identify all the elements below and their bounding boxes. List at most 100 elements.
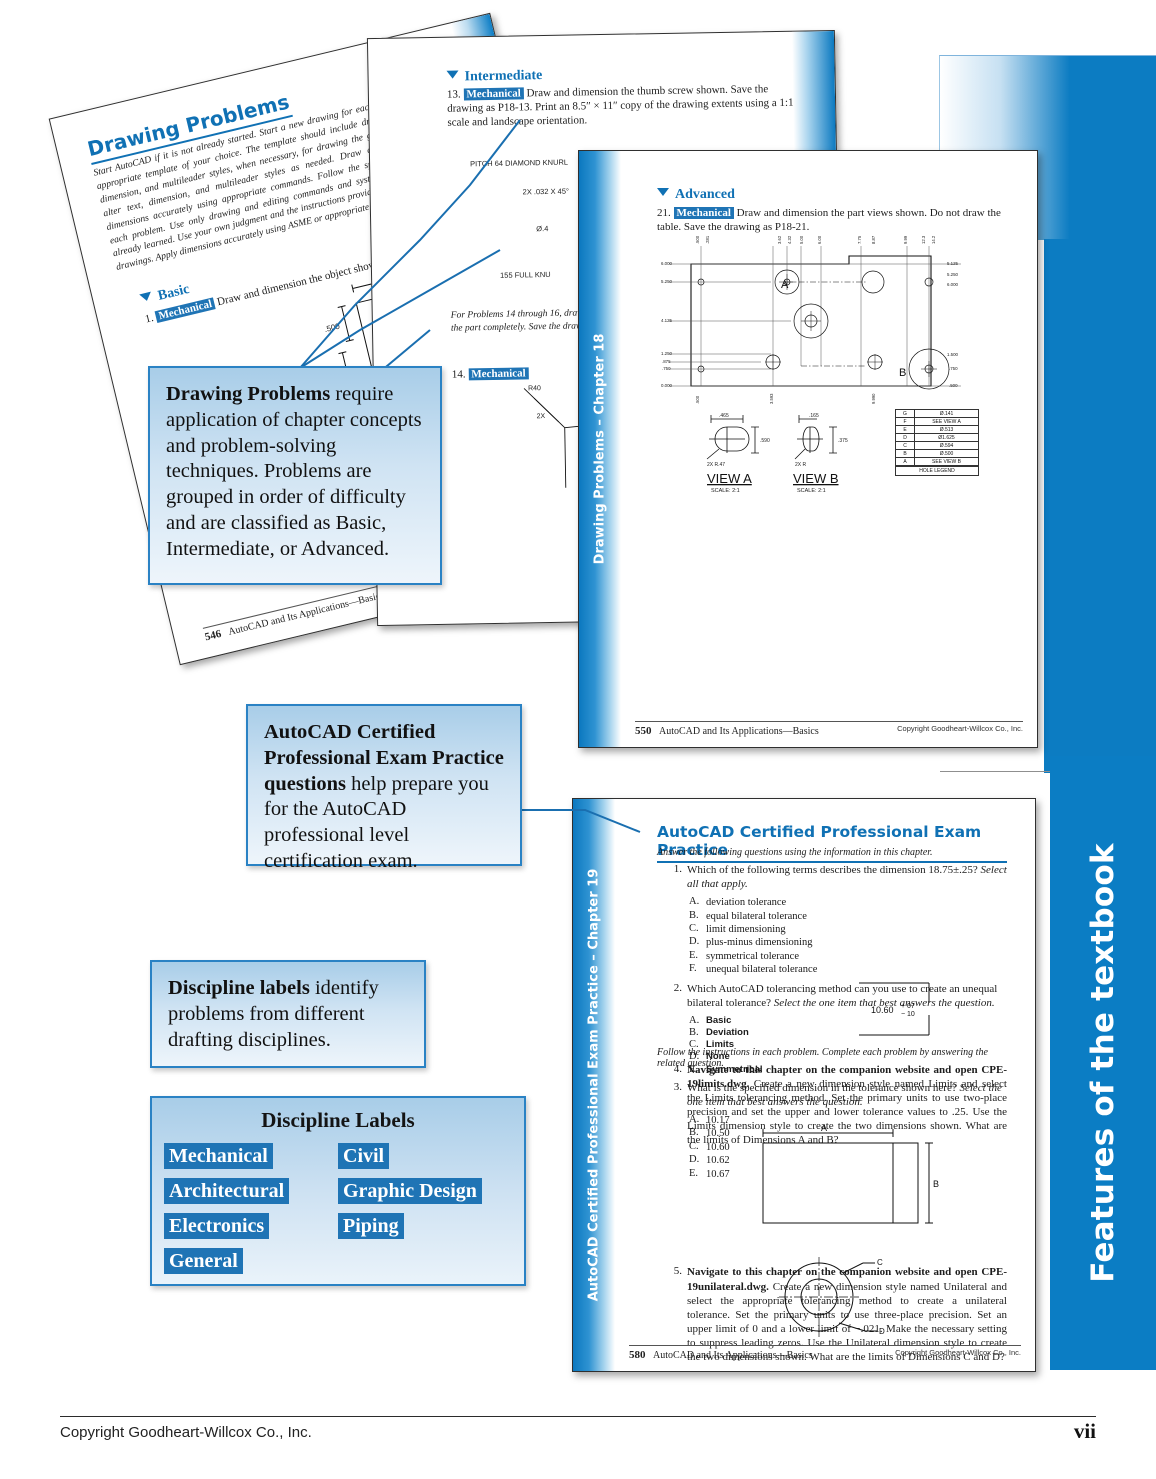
- ordinate-top: 3.625: [777, 236, 782, 244]
- hole-legend-row: D Ø1.625: [896, 434, 978, 442]
- choice-text: unequal bilateral tolerance: [706, 964, 818, 976]
- problem-lead: Navigate to this chapter on the companio…: [687, 1266, 1007, 1293]
- choice-text: plus-minus dimensioning: [706, 937, 813, 949]
- page-550-section-advanced: Advanced: [657, 187, 735, 203]
- q3-dim-value: 10.60: [871, 1005, 894, 1015]
- callout-chamfer: 2X .032 X 45°: [523, 187, 570, 197]
- ordinate-bottom: 9.990: [871, 393, 876, 404]
- question-number: 3.: [673, 1080, 682, 1093]
- choice-letter: E.: [689, 1063, 699, 1075]
- footer-title: AutoCAD and Its Applications—Basics: [659, 726, 819, 737]
- callout-knurl: PITCH 64 DIAMOND KNURL: [470, 158, 568, 169]
- dim-label: .375: [838, 438, 848, 444]
- choice-text: Basic: [706, 1014, 732, 1026]
- dim-label: 2X R: [795, 462, 807, 468]
- ordinate-left: 6.000: [661, 261, 673, 266]
- choice-text: Limits: [706, 1039, 734, 1051]
- problem-number: 21.: [657, 207, 671, 219]
- hole-spec: SEE VIEW B: [932, 458, 961, 465]
- answer-choice[interactable]: A.deviation tolerance: [682, 896, 1007, 909]
- ordinate-top: 9.990: [903, 236, 908, 244]
- exam-problem: 5.Navigate to this chapter on the compan…: [665, 1265, 1007, 1364]
- choice-letter: C.: [689, 1039, 699, 1051]
- page-number: 546: [203, 627, 223, 644]
- choice-text: 10.62: [706, 1155, 730, 1167]
- footer-rule: [635, 721, 1023, 722]
- choice-text: equal bilateral tolerance: [706, 910, 807, 922]
- ordinate-top: .281: [705, 236, 710, 244]
- dim-label: 2X: [536, 413, 545, 420]
- answer-choice[interactable]: D.None: [682, 1051, 1007, 1063]
- divider-line: [940, 771, 1060, 772]
- problem-text: Navigate to this chapter on the companio…: [687, 1266, 1007, 1363]
- answer-choice[interactable]: C. Limits: [682, 1039, 1007, 1051]
- answer-choice[interactable]: B.equal bilateral tolerance: [682, 910, 1007, 923]
- view-label-B: B: [899, 367, 906, 379]
- hole-legend-caption: HOLE LEGEND: [896, 466, 978, 475]
- choice-text: 10.60: [706, 1141, 730, 1153]
- answer-choice[interactable]: C.limit dimensioning: [682, 923, 1007, 936]
- answer-choice[interactable]: E. Symmetrical: [682, 1064, 1007, 1076]
- answer-choice[interactable]: D.10.62: [682, 1154, 1007, 1167]
- page-580-footer: 580 AutoCAD and Its Applications—Basics …: [629, 1345, 1021, 1361]
- ordinate-left: .875: [662, 359, 671, 364]
- q3-tolerance-figure: 10.60 + 07 − 10: [859, 982, 930, 1036]
- discipline-chip-architectural: Architectural: [164, 1178, 290, 1204]
- discipline-chip-graphic-design: Graphic Design: [338, 1178, 482, 1204]
- choice-letter: B.: [689, 1127, 699, 1139]
- page-548-problem-13: 13. Mechanical Draw and dimension the th…: [447, 82, 798, 130]
- exam-problem: 4.Navigate to this chapter on the compan…: [665, 1063, 1007, 1147]
- hole-tag: D: [896, 434, 915, 441]
- problem-number: 14.: [451, 368, 466, 381]
- hole-tag: A: [896, 458, 915, 465]
- exam-question: 2.Which AutoCAD tolerancing method can y…: [665, 982, 1007, 1076]
- exam-intro: Answer the following questions using the…: [657, 847, 933, 858]
- folio-copyright: Copyright Goodheart-Willcox Co., Inc.: [60, 1424, 312, 1441]
- hole-tag: B: [896, 450, 915, 457]
- q5-label-c: C: [877, 1258, 883, 1267]
- answer-choice[interactable]: D.plus-minus dimensioning: [682, 936, 1007, 949]
- answer-choice[interactable]: A.10.17: [682, 1114, 1007, 1127]
- section-triangle-icon: [139, 291, 153, 303]
- page-550-problem-21: 21. Mechanical Draw and dimension the pa…: [657, 206, 1007, 234]
- discipline-chip-mechanical: Mechanical: [164, 1143, 273, 1169]
- ordinate-left: .750: [662, 366, 671, 371]
- question-text: Which of the following terms describes t…: [687, 864, 1007, 891]
- ordinate-left: 1.250: [661, 351, 673, 356]
- exam-questions-list: 1.Which of the following terms describes…: [665, 863, 1007, 1186]
- hole-tag: C: [896, 442, 915, 449]
- hole-spec: Ø1.625: [938, 434, 955, 441]
- ordinate-top: 8.875: [871, 236, 876, 244]
- answer-choice[interactable]: F.unequal bilateral tolerance: [682, 963, 1007, 976]
- features-of-textbook-tab: Features of the textbook: [1050, 756, 1156, 1370]
- page-548-section-intermediate: Intermediate: [446, 68, 542, 86]
- question-instruction: Select the one item that best answers th…: [773, 996, 995, 1009]
- ordinate-right: .500: [949, 383, 958, 388]
- problem-number: 13.: [446, 88, 461, 101]
- question-number: 2.: [673, 981, 682, 994]
- answer-choice[interactable]: C.10.60: [682, 1141, 1007, 1154]
- answer-choice[interactable]: E.10.67: [682, 1168, 1007, 1181]
- answer-choice[interactable]: A.Basic: [682, 1015, 1007, 1027]
- question-text: What is the specified dimension in the t…: [687, 1081, 1002, 1108]
- answer-choice[interactable]: B.Deviation: [682, 1027, 1007, 1039]
- q4-label-b: B: [933, 1179, 939, 1189]
- answer-choice[interactable]: B.10.50: [682, 1127, 1007, 1140]
- choice-text: Symmetrical: [706, 1063, 763, 1075]
- discipline-chip-civil: Civil: [338, 1143, 390, 1169]
- ordinate-right: .750: [949, 366, 958, 371]
- footer-title: AutoCAD and Its Applications—Basics: [653, 1350, 813, 1361]
- folio-rule: [60, 1416, 1096, 1417]
- answer-choice[interactable]: E.symmetrical tolerance: [682, 950, 1007, 963]
- page-550-chapter-bar: Drawing Problems – Chapter 18: [579, 151, 621, 747]
- footer-copyright: Copyright Goodheart-Willcox Co., Inc.: [895, 1348, 1021, 1357]
- page-580-chapter-bar: AutoCAD Certified Professional Exam Prac…: [573, 799, 615, 1371]
